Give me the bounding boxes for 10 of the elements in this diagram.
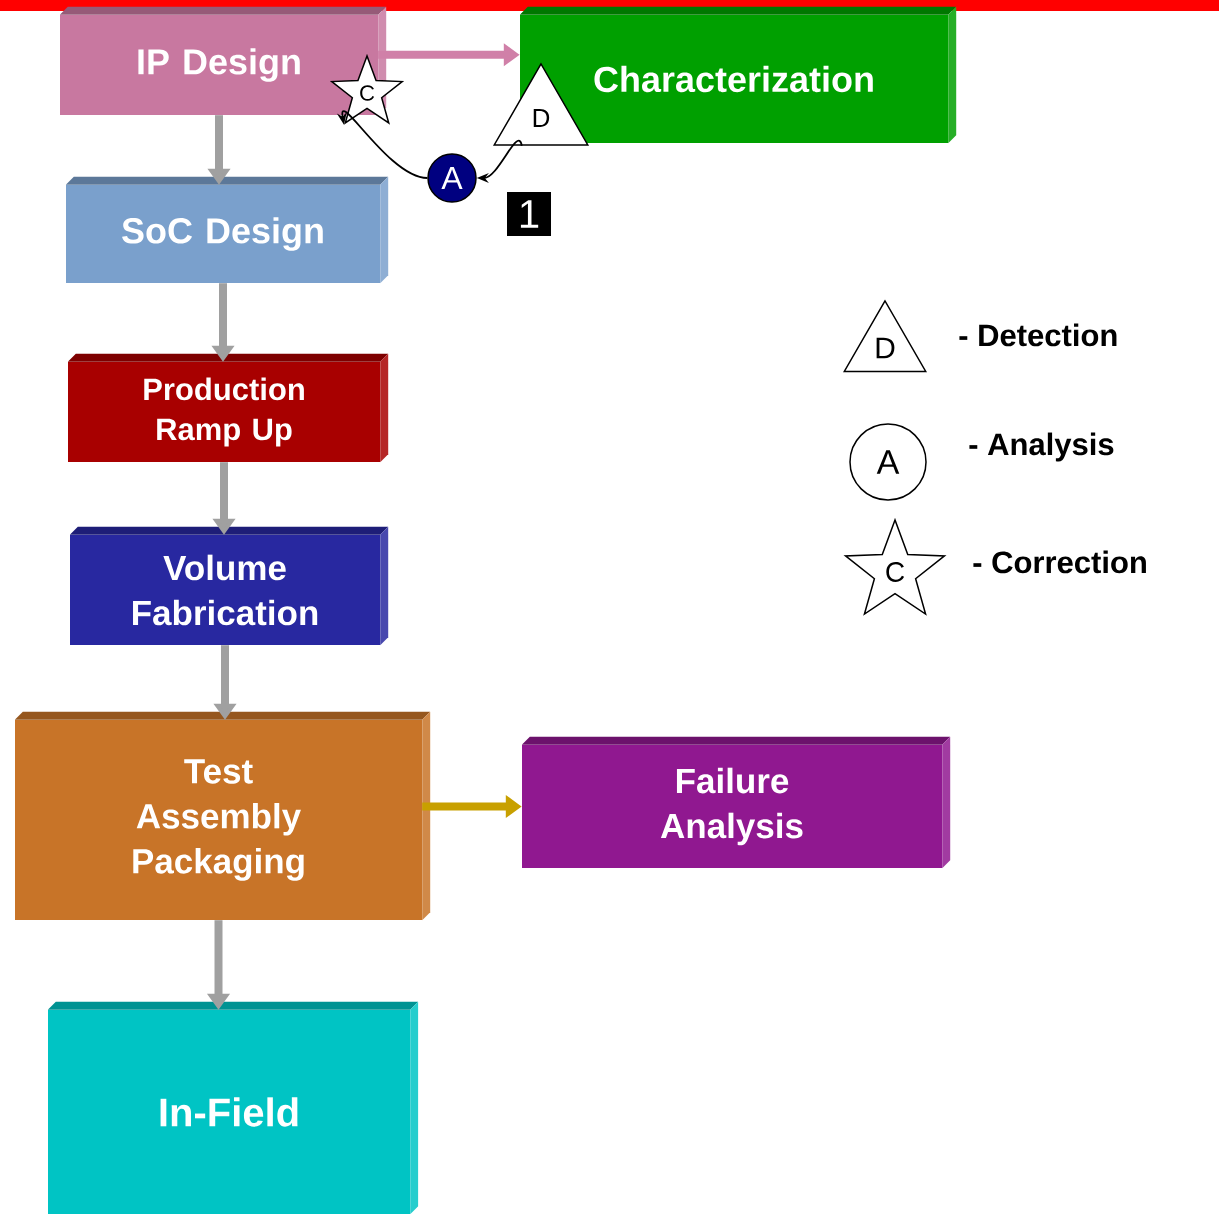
process-box: Test Assembly Packaging <box>14 711 431 921</box>
process-box: Failure Analysis <box>521 736 951 869</box>
number-box: 1 <box>507 192 551 236</box>
caption-text: - Correction <box>973 550 1146 574</box>
caption-text: - Detection <box>959 323 1117 347</box>
caption-text: - Analysis <box>969 432 1114 462</box>
process-box: Volume Fabrication <box>69 526 389 646</box>
process-box: Production Ramp Up <box>67 353 389 463</box>
process-box: In-Field <box>47 1001 419 1214</box>
process-box: SoC Design <box>65 176 389 284</box>
